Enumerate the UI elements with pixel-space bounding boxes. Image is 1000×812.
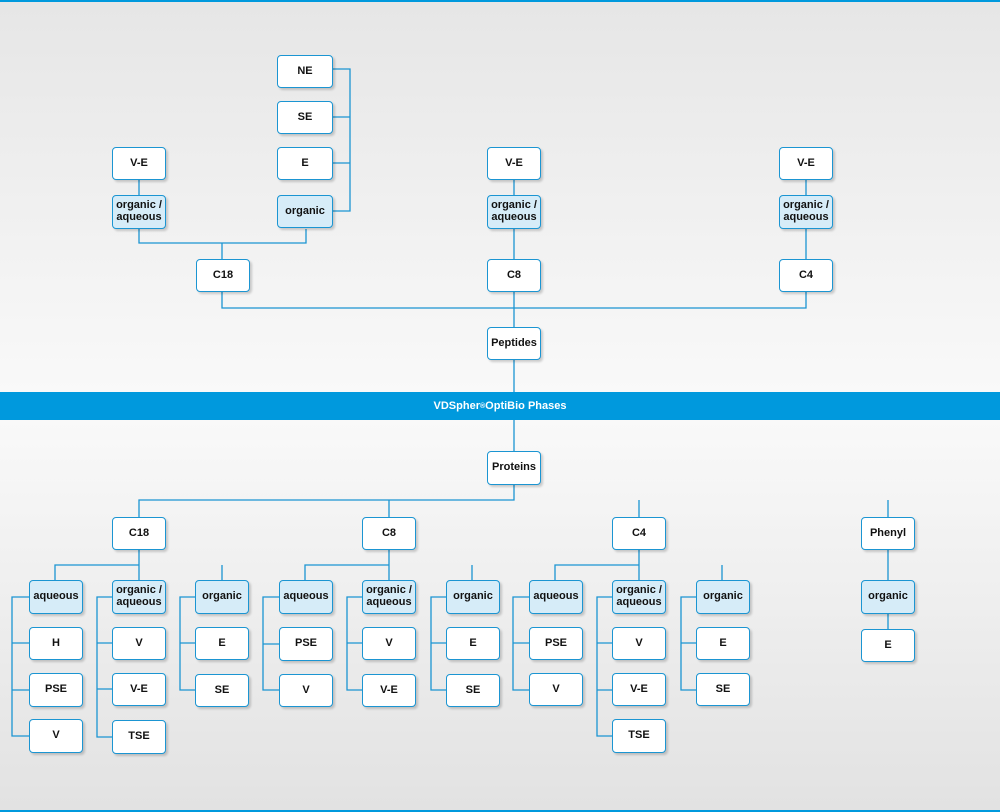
node-c4: C4 bbox=[612, 517, 666, 550]
node-c18-h: H bbox=[29, 627, 83, 660]
node-c18-oa-tse: TSE bbox=[112, 720, 166, 754]
node-top-ne: NE bbox=[277, 55, 333, 88]
node-phenyl-e: E bbox=[861, 629, 915, 662]
node-c4-aqueous: aqueous bbox=[529, 580, 583, 614]
connector bbox=[11, 596, 29, 737]
node-phenyl-organic: organic bbox=[861, 580, 915, 614]
node-top-e: E bbox=[277, 147, 333, 180]
node-c8: C8 bbox=[362, 517, 416, 550]
node-c4-v: V bbox=[529, 673, 583, 706]
connector bbox=[596, 596, 612, 737]
connector bbox=[96, 596, 112, 738]
registered-mark: ® bbox=[480, 402, 486, 410]
node-c8-oa-ve: V-E bbox=[362, 674, 416, 707]
node-c4-oa-v: V bbox=[612, 627, 666, 660]
proteins-panel bbox=[0, 420, 1000, 812]
connector bbox=[221, 291, 807, 327]
node-top-se: SE bbox=[277, 101, 333, 134]
connector bbox=[512, 596, 529, 691]
node-top-c8-organic-aqueous: organic / aqueous bbox=[487, 195, 541, 229]
node-c8-organic: organic bbox=[446, 580, 500, 614]
node-top-c8: C8 bbox=[487, 259, 541, 292]
node-c18: C18 bbox=[112, 517, 166, 550]
node-top-organic: organic bbox=[277, 195, 333, 228]
node-c18-aqueous: aqueous bbox=[29, 580, 83, 614]
node-c8-aqueous: aqueous bbox=[279, 580, 333, 614]
node-c4-organic-aqueous: organic / aqueous bbox=[612, 580, 666, 614]
node-c4-o-e: E bbox=[696, 627, 750, 660]
node-c4-oa-ve: V-E bbox=[612, 673, 666, 706]
node-top-c18-organic-aqueous: organic / aqueous bbox=[112, 195, 166, 229]
node-c18-o-e: E bbox=[195, 627, 249, 660]
node-c8-v: V bbox=[279, 674, 333, 707]
node-top-c18-ve: V-E bbox=[112, 147, 166, 180]
connector bbox=[54, 549, 223, 580]
connector bbox=[138, 485, 889, 517]
node-c18-o-se: SE bbox=[195, 674, 249, 707]
node-c8-o-e: E bbox=[446, 627, 500, 660]
node-c4-pse: PSE bbox=[529, 627, 583, 660]
node-top-c4-organic-aqueous: organic / aqueous bbox=[779, 195, 833, 229]
node-c4-o-se: SE bbox=[696, 673, 750, 706]
node-c18-organic-aqueous: organic / aqueous bbox=[112, 580, 166, 614]
node-c8-organic-aqueous: organic / aqueous bbox=[362, 580, 416, 614]
connector bbox=[333, 68, 351, 212]
node-c8-oa-v: V bbox=[362, 627, 416, 660]
phases-banner: VDSpher® OptiBio Phases bbox=[0, 392, 1000, 420]
node-top-c4-ve: V-E bbox=[779, 147, 833, 180]
node-proteins: Proteins bbox=[487, 451, 541, 485]
node-c18-oa-v: V bbox=[112, 627, 166, 660]
connector bbox=[304, 549, 473, 580]
connector bbox=[554, 549, 723, 580]
connector bbox=[138, 229, 307, 244]
node-c8-o-se: SE bbox=[446, 674, 500, 707]
node-phenyl: Phenyl bbox=[861, 517, 915, 550]
connector bbox=[262, 596, 279, 691]
connector bbox=[179, 596, 195, 691]
connector bbox=[430, 596, 446, 691]
node-top-c4: C4 bbox=[779, 259, 833, 292]
banner-title: VDSpher bbox=[433, 400, 480, 412]
node-c8-pse: PSE bbox=[279, 627, 333, 661]
banner-suffix: OptiBio Phases bbox=[485, 400, 567, 412]
node-peptides: Peptides bbox=[487, 327, 541, 360]
node-top-c8-ve: V-E bbox=[487, 147, 541, 180]
connector bbox=[680, 596, 696, 691]
node-c18-oa-ve: V-E bbox=[112, 673, 166, 706]
node-top-c18: C18 bbox=[196, 259, 250, 292]
node-c18-pse: PSE bbox=[29, 673, 83, 707]
connector bbox=[346, 596, 362, 691]
node-c18-organic: organic bbox=[195, 580, 249, 614]
node-c4-organic: organic bbox=[696, 580, 750, 614]
node-c4-oa-tse: TSE bbox=[612, 719, 666, 753]
node-c18-v: V bbox=[29, 719, 83, 753]
